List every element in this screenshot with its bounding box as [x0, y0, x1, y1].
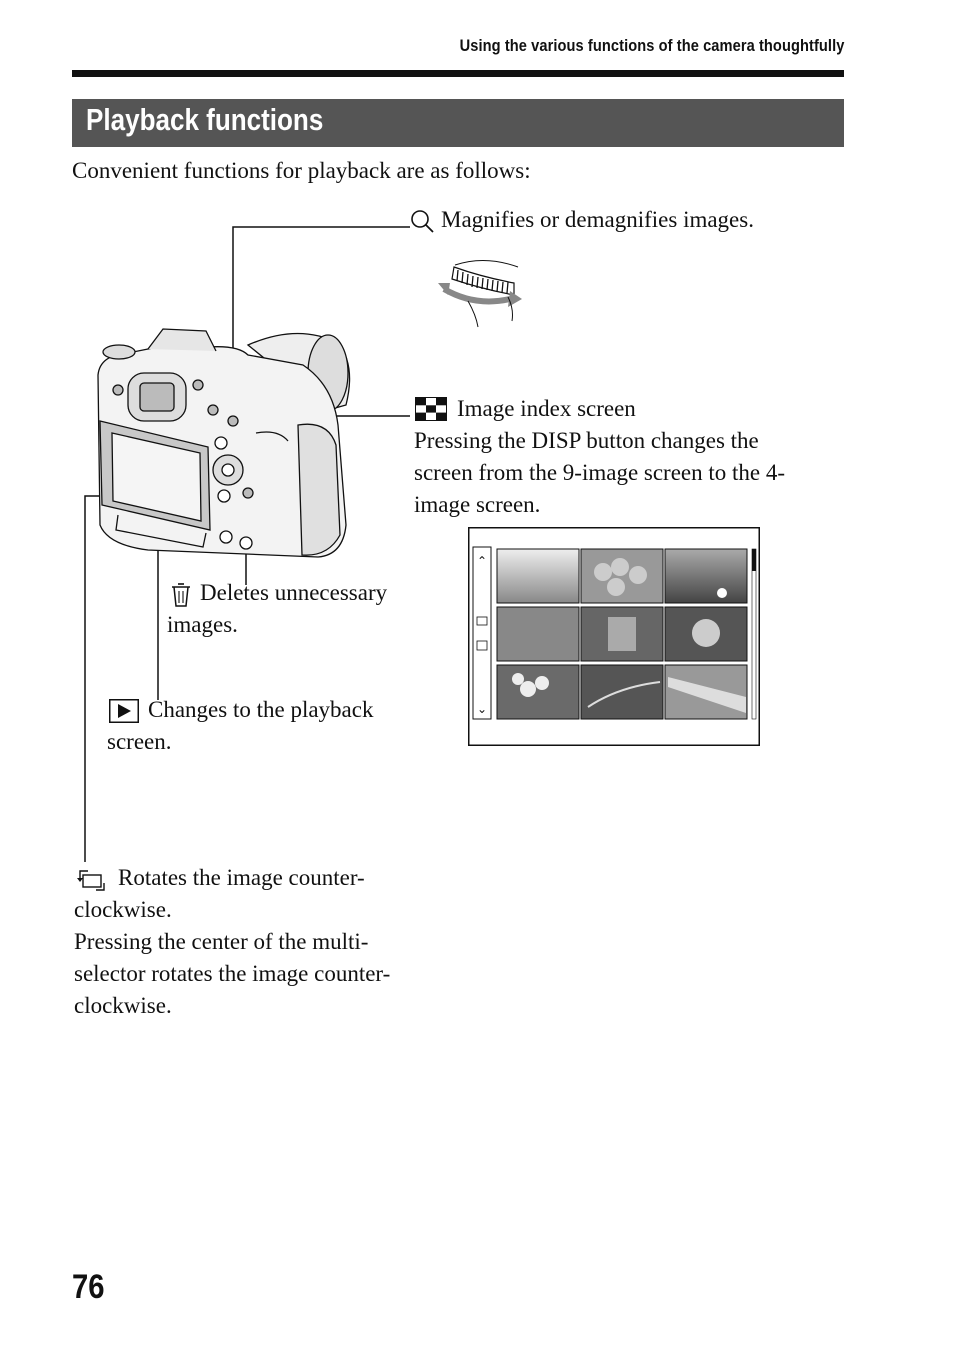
rotate-line-1: Rotates the image counter- [118, 865, 365, 890]
magnify-text: Magnifies or demagnifies images. [441, 207, 754, 232]
delete-line-1: Deletes unnecessary [200, 580, 388, 605]
rotate-line-5: clockwise. [74, 993, 172, 1018]
trash-icon [170, 582, 192, 608]
control-dial-illustration [430, 255, 530, 335]
index-title: Image index screen [457, 396, 636, 421]
index-screen-illustration: ⌃ ⌄ [468, 527, 760, 747]
page-number: 76 [72, 1268, 105, 1306]
running-head: Using the various functions of the camer… [459, 36, 844, 55]
playback-line-1: Changes to the playback [148, 697, 374, 722]
index-line-3: image screen. [414, 492, 541, 517]
intro-text: Convenient functions for playback are as… [72, 158, 531, 183]
image-index-icon [415, 397, 447, 421]
rotate-line-2: clockwise. [74, 897, 172, 922]
section-title: Playback functions [86, 102, 324, 137]
header-rule [72, 70, 844, 77]
svg-text:⌄: ⌄ [477, 702, 487, 716]
svg-text:⌃: ⌃ [477, 554, 487, 568]
rotate-line-4: selector rotates the image counter- [74, 961, 391, 986]
magnifier-icon [410, 208, 436, 234]
camera-back-illustration [88, 325, 363, 570]
index-line-1: Pressing the DISP button changes the [414, 428, 759, 453]
playback-line-2: screen. [107, 729, 172, 754]
rotate-line-3: Pressing the center of the multi- [74, 929, 369, 954]
playback-icon [109, 699, 139, 723]
rotate-icon [76, 866, 108, 892]
index-line-2: screen from the 9-image screen to the 4- [414, 460, 786, 485]
section-bar [72, 99, 844, 147]
delete-line-2: images. [167, 612, 238, 637]
